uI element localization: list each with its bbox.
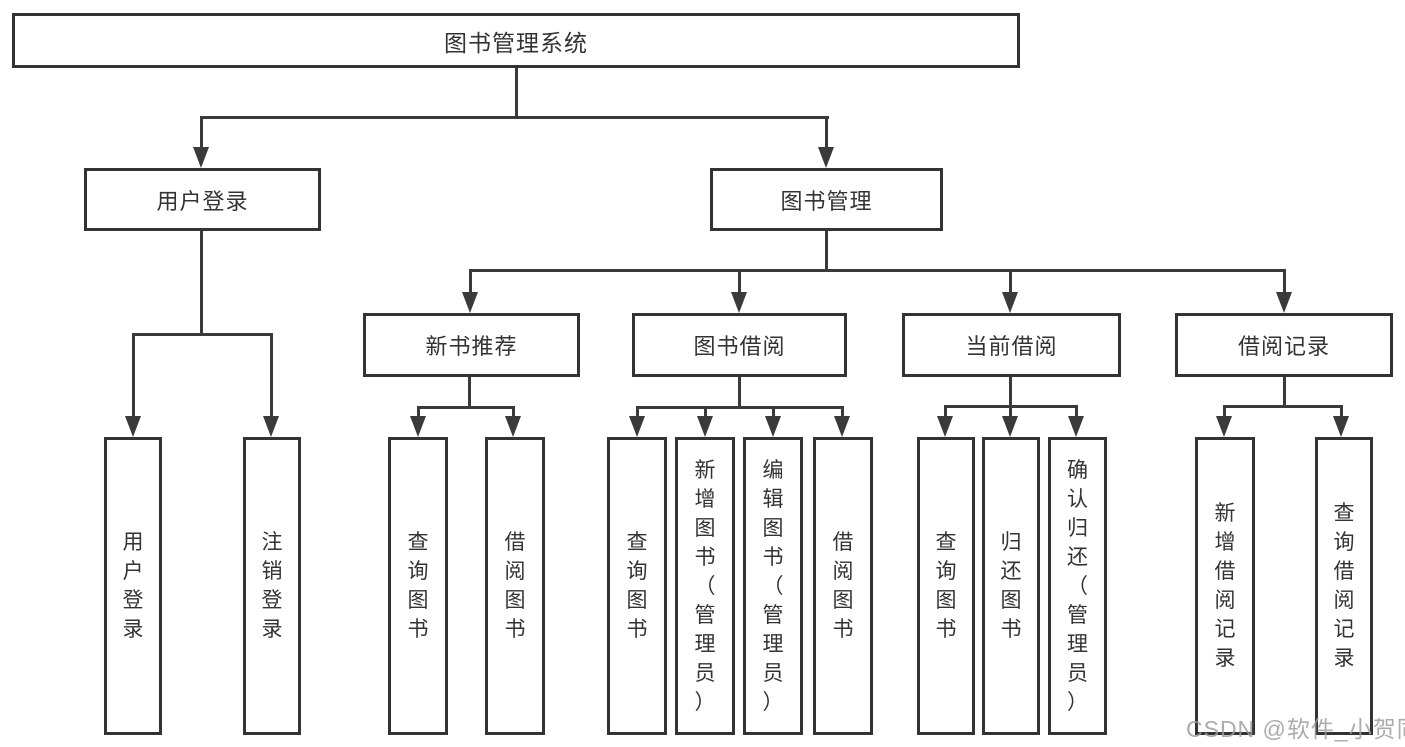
- arrowhead-user-login: [193, 147, 209, 168]
- arrowhead-current-borrow: [1002, 292, 1018, 313]
- connector-current-borrow-trunk: [1009, 377, 1012, 408]
- leaf-query-book-recommend: 查询图书: [388, 437, 448, 735]
- arrowhead-leaf-query1: [410, 416, 426, 437]
- arrowhead-leaf-return: [1002, 416, 1018, 437]
- leaf-query-book-recommend-label: 查询图书: [407, 531, 429, 641]
- leaf-add-borrow-record-label: 新增借阅记录: [1214, 502, 1236, 670]
- node-user-login: 用户登录: [84, 168, 321, 231]
- leaf-return-book-label: 归还图书: [1000, 531, 1022, 641]
- node-borrowing-records-label: 借阅记录: [1237, 334, 1330, 359]
- connector-leaf-borrow1-shaft: [512, 406, 515, 418]
- connector-leaf-borrow2-shaft: [841, 406, 844, 418]
- arrowhead-book-mgmt: [818, 147, 834, 168]
- connector-new-book-rail: [417, 406, 515, 409]
- connector-leaf-add-book-shaft: [704, 406, 707, 418]
- leaf-confirm-return-admin: 确认归还（管理员）: [1048, 437, 1107, 735]
- leaf-logout-label: 注销登录: [261, 531, 283, 641]
- connector-leaf-login-shaft: [132, 333, 135, 416]
- leaf-user-login-label: 用户登录: [122, 531, 144, 641]
- connector-leaf-confirm-shaft: [1075, 405, 1078, 418]
- connector-leaf-add-record-shaft: [1223, 405, 1226, 418]
- connector-leaf-logout-shaft: [270, 333, 273, 416]
- leaf-query-book-borrowing: 查询图书: [607, 437, 667, 735]
- arrowhead-leaf-query2: [629, 416, 645, 437]
- leaf-query-book-borrowing-label: 查询图书: [626, 531, 648, 641]
- arrowhead-book-borrow: [731, 292, 747, 313]
- node-book-borrowing: 图书借阅: [632, 313, 847, 377]
- connector-book-borrow-shaft: [738, 269, 741, 293]
- node-new-book-recommend-label: 新书推荐: [425, 334, 518, 359]
- node-book-management-label: 图书管理: [780, 188, 873, 214]
- connector-user-login-shaft: [200, 116, 203, 149]
- connector-new-book-shaft: [469, 269, 472, 293]
- arrowhead-leaf-borrow1: [505, 416, 521, 437]
- node-current-borrowing-label: 当前借阅: [965, 334, 1058, 359]
- leaf-borrow-book-borrowing: 借阅图书: [813, 437, 873, 735]
- leaf-user-login: 用户登录: [104, 437, 162, 735]
- connector-user-login-rail: [132, 333, 273, 336]
- node-library-system: 图书管理系统: [12, 13, 1020, 68]
- leaf-query-book-current: 查询图书: [917, 437, 975, 735]
- watermark-text: CSDN @软件_小贺同学: [1186, 716, 1405, 742]
- arrowhead-leaf-add-book: [697, 416, 713, 437]
- connector-root-trunk: [515, 68, 518, 118]
- leaf-query-borrow-record: 查询借阅记录: [1315, 437, 1373, 735]
- connector-current-borrow-shaft: [1009, 269, 1012, 293]
- leaf-add-borrow-record: 新增借阅记录: [1195, 437, 1255, 735]
- connector-book-borrow-rail: [636, 406, 844, 409]
- leaf-edit-book-admin: 编辑图书（管理员）: [743, 437, 803, 735]
- leaf-borrow-book-recommend-label: 借阅图书: [504, 531, 526, 641]
- leaf-borrow-book-borrowing-label: 借阅图书: [832, 531, 854, 641]
- arrowhead-leaf-borrow2: [834, 416, 850, 437]
- connector-leaf-query-record-shaft: [1340, 405, 1343, 418]
- leaf-query-borrow-record-label: 查询借阅记录: [1333, 502, 1355, 670]
- leaf-edit-book-admin-label: 编辑图书（管理员）: [762, 458, 784, 714]
- connector-leaf-query3-shaft: [944, 405, 947, 418]
- connector-leaf-return-shaft: [1009, 405, 1012, 418]
- connector-new-book-trunk: [468, 377, 471, 409]
- leaf-add-book-admin: 新增图书（管理员）: [675, 437, 735, 735]
- arrowhead-leaf-edit-book: [765, 416, 781, 437]
- node-current-borrowing: 当前借阅: [902, 313, 1121, 377]
- leaf-logout: 注销登录: [243, 437, 301, 735]
- node-borrowing-records: 借阅记录: [1175, 313, 1393, 377]
- node-book-management: 图书管理: [710, 168, 943, 231]
- connector-leaf-query1-shaft: [417, 406, 420, 418]
- connector-leaf-edit-book-shaft: [772, 406, 775, 418]
- leaf-return-book: 归还图书: [982, 437, 1040, 735]
- arrowhead-leaf-login: [125, 416, 141, 437]
- leaf-confirm-return-admin-label: 确认归还（管理员）: [1067, 458, 1088, 714]
- node-user-login-label: 用户登录: [156, 188, 249, 214]
- arrowhead-borrow-record: [1276, 292, 1292, 313]
- arrowhead-leaf-query-record: [1333, 416, 1349, 437]
- connector-level3-rail: [469, 269, 1286, 272]
- connector-borrow-record-shaft: [1283, 269, 1286, 293]
- leaf-borrow-book-recommend: 借阅图书: [485, 437, 545, 735]
- arrowhead-leaf-confirm: [1068, 416, 1084, 437]
- connector-book-mgmt-shaft: [825, 116, 828, 149]
- arrowhead-new-book: [462, 292, 478, 313]
- arrowhead-leaf-logout: [263, 416, 279, 437]
- arrowhead-leaf-query3: [937, 416, 953, 437]
- leaf-add-book-admin-label: 新增图书（管理员）: [694, 458, 716, 714]
- node-book-borrowing-label: 图书借阅: [693, 334, 786, 359]
- connector-borrow-record-rail: [1223, 405, 1343, 408]
- node-new-book-recommend: 新书推荐: [363, 313, 580, 377]
- arrowhead-leaf-add-record: [1216, 416, 1232, 437]
- connector-leaf-query2-shaft: [636, 406, 639, 418]
- connector-book-mgmt-trunk: [825, 231, 828, 271]
- connector-book-borrow-trunk: [738, 377, 741, 409]
- node-library-system-label: 图书管理系统: [444, 29, 588, 56]
- leaf-query-book-current-label: 查询图书: [935, 531, 957, 641]
- connector-borrow-record-trunk: [1283, 377, 1286, 408]
- connector-user-login-trunk: [200, 231, 203, 335]
- connector-root-rail: [200, 116, 829, 119]
